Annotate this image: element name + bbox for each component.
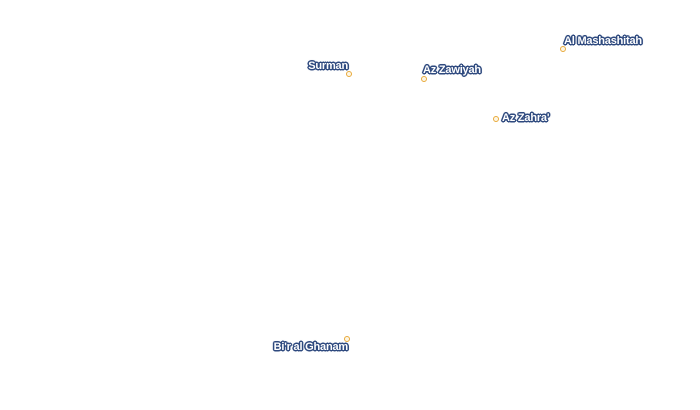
place-label: Al Mashashitah: [564, 35, 642, 47]
place-dot-icon: [421, 76, 427, 82]
place-label: Az Zahra': [502, 112, 550, 124]
place-dot-icon: [560, 46, 566, 52]
place-label: Az Zawiyah: [423, 64, 481, 76]
place-label: Surman: [308, 60, 348, 72]
place-dot-icon: [346, 71, 352, 77]
place-dot-icon: [493, 116, 499, 122]
place-label: Bi'r al Ghanam: [273, 341, 349, 353]
place-dot-icon: [344, 336, 350, 342]
